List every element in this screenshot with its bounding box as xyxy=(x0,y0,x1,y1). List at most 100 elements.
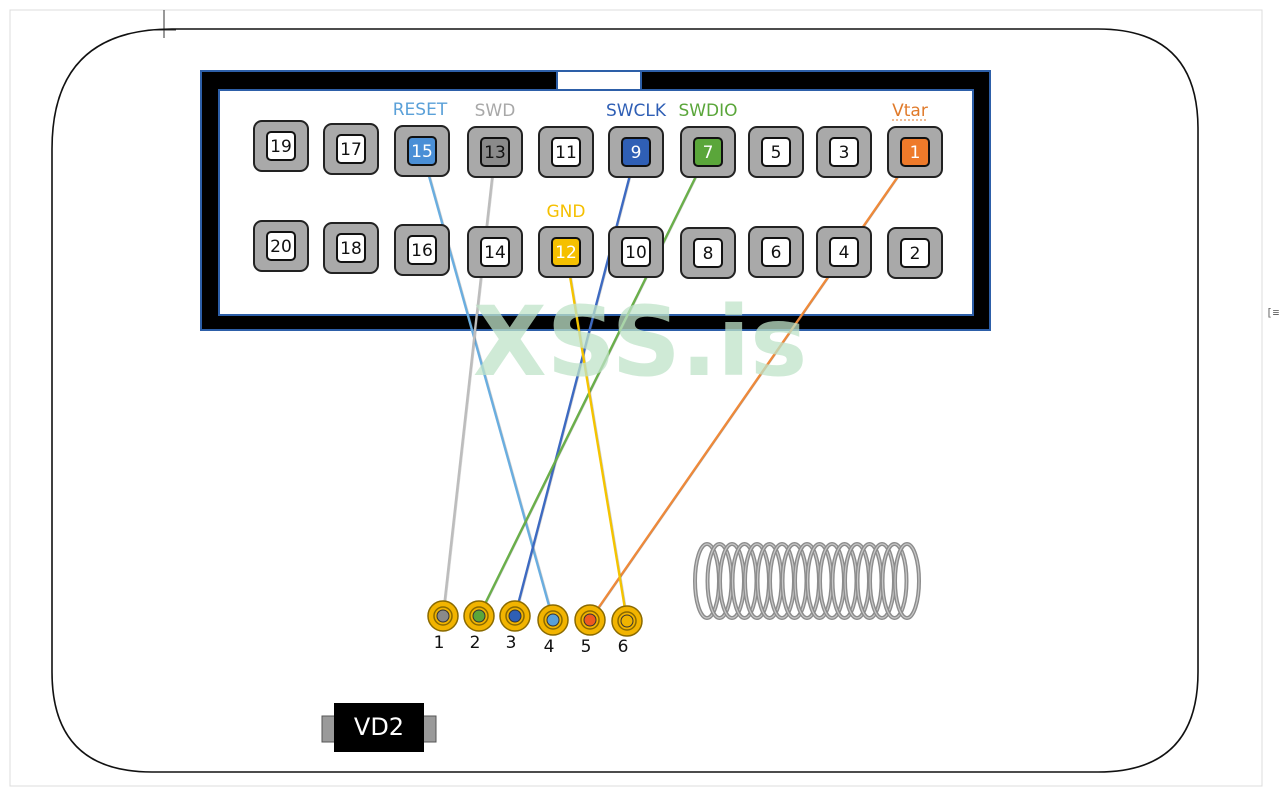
pin-number: 4 xyxy=(839,243,850,263)
vd2-lead-right xyxy=(421,715,437,743)
pin-contact xyxy=(407,136,437,166)
pad-number: 1 xyxy=(434,633,445,653)
pad-inner-ring xyxy=(433,606,453,626)
pin-number: 15 xyxy=(411,142,433,162)
pad-inner-ring xyxy=(543,610,563,630)
vd2-label: VD2 xyxy=(354,713,404,741)
pin-contact xyxy=(829,237,859,267)
header-pin-2: 2 xyxy=(887,227,943,279)
pin-number: 20 xyxy=(270,237,292,257)
pin-number: 1 xyxy=(910,143,921,163)
header-pin-6: 6 xyxy=(748,226,804,278)
test-pads: 1 2 3 4 5 6 xyxy=(427,600,643,657)
vd2-lead-left xyxy=(321,715,337,743)
pin-contact xyxy=(829,137,859,167)
pin-number: 5 xyxy=(771,143,782,163)
coil-turn-highlight xyxy=(894,543,920,619)
vd2-component: VD2 xyxy=(321,703,437,752)
test-pad-1: 1 xyxy=(427,600,459,653)
coil-inductor xyxy=(693,542,921,620)
pin-number: 2 xyxy=(910,244,921,264)
test-pad-6: 6 xyxy=(611,605,643,657)
pin-number: 16 xyxy=(411,241,433,261)
pin-contact xyxy=(336,233,366,263)
header-pin-5: 5 xyxy=(748,126,804,178)
pad-inner-ring xyxy=(580,610,600,630)
pin-contact xyxy=(761,237,791,267)
pad-center xyxy=(546,613,560,627)
header-pin-19: 19 xyxy=(253,120,309,172)
pad-inner-ring xyxy=(469,606,489,626)
vd2-body xyxy=(334,703,424,752)
wire-pin-7-to-pad-2 xyxy=(477,150,710,618)
header-pin-10: 10 xyxy=(608,226,664,278)
pad-center xyxy=(472,609,486,623)
test-pad-2: 2 xyxy=(463,600,495,653)
pin-number: 10 xyxy=(625,243,647,263)
pin-number: 14 xyxy=(484,243,506,263)
header-pin-4: 4 xyxy=(816,226,872,278)
pad-number: 5 xyxy=(581,637,592,657)
pin-contact xyxy=(900,238,930,268)
pin-number: 18 xyxy=(340,239,362,259)
pin-number: 7 xyxy=(703,143,714,163)
signal-label-gnd: GND xyxy=(547,202,586,222)
test-pad-3: 3 xyxy=(499,600,531,653)
watermark: XSS.is xyxy=(473,286,808,398)
header-pin-14: 14 xyxy=(467,226,523,278)
pin-contact xyxy=(480,237,510,267)
pin-contact xyxy=(266,231,296,261)
pin-number: 19 xyxy=(270,137,292,157)
header-pin-20: 20 xyxy=(253,220,309,272)
header-pin-8: 8 xyxy=(680,227,736,279)
test-pad-5: 5 xyxy=(574,604,606,657)
edge-marker: [≡ xyxy=(1266,306,1280,319)
wire-shade xyxy=(567,251,629,622)
pad-inner-ring xyxy=(505,606,525,626)
header-key-notch xyxy=(556,70,642,91)
header-pin-7: 7 xyxy=(680,126,736,178)
pad-center xyxy=(620,614,634,628)
pin-number: 17 xyxy=(340,140,362,160)
header-pin-18: 18 xyxy=(323,222,379,274)
pin-number: 3 xyxy=(839,143,850,163)
pin-contact xyxy=(621,137,651,167)
signal-label-swdio: SWDIO xyxy=(678,101,737,121)
pad-number: 3 xyxy=(506,633,517,653)
pin-contact xyxy=(551,137,581,167)
pin-number: 6 xyxy=(771,243,782,263)
header-pin-3: 3 xyxy=(816,126,872,178)
pin-contact xyxy=(693,238,723,268)
signal-label-reset: RESET xyxy=(393,100,448,120)
coil-turn-highlight xyxy=(881,543,908,619)
wire-pin-12-to-pad-6 xyxy=(564,250,629,623)
pin-contact xyxy=(407,235,437,265)
pin-number: 11 xyxy=(555,143,577,163)
header-pin-1: 1 xyxy=(887,126,943,178)
header-pin-16: 16 xyxy=(394,224,450,276)
wire-shade xyxy=(480,151,710,617)
pad-center xyxy=(436,609,450,623)
pin-contact xyxy=(693,137,723,167)
signal-label-vtar: Vtar xyxy=(892,101,928,121)
pad-center xyxy=(583,613,597,627)
header-pin-11: 11 xyxy=(538,126,594,178)
signal-label-swd: SWD xyxy=(475,101,516,121)
header-pin-17: 17 xyxy=(323,123,379,175)
board-outline xyxy=(51,28,1199,773)
pad-inner-ring xyxy=(617,611,637,631)
header-pin-12: 12 xyxy=(538,226,594,278)
header-pin-15: 15 xyxy=(394,125,450,177)
pad-number: 2 xyxy=(470,633,481,653)
pad-number: 6 xyxy=(618,637,629,657)
pad-number: 4 xyxy=(544,637,555,657)
test-pad-4: 4 xyxy=(537,604,569,657)
header-pin-13: 13 xyxy=(467,126,523,178)
signal-label-swclk: SWCLK xyxy=(606,101,667,121)
header-pin-9: 9 xyxy=(608,126,664,178)
pin-contact xyxy=(551,237,581,267)
pin-contact xyxy=(266,131,296,161)
pin-contact xyxy=(900,137,930,167)
